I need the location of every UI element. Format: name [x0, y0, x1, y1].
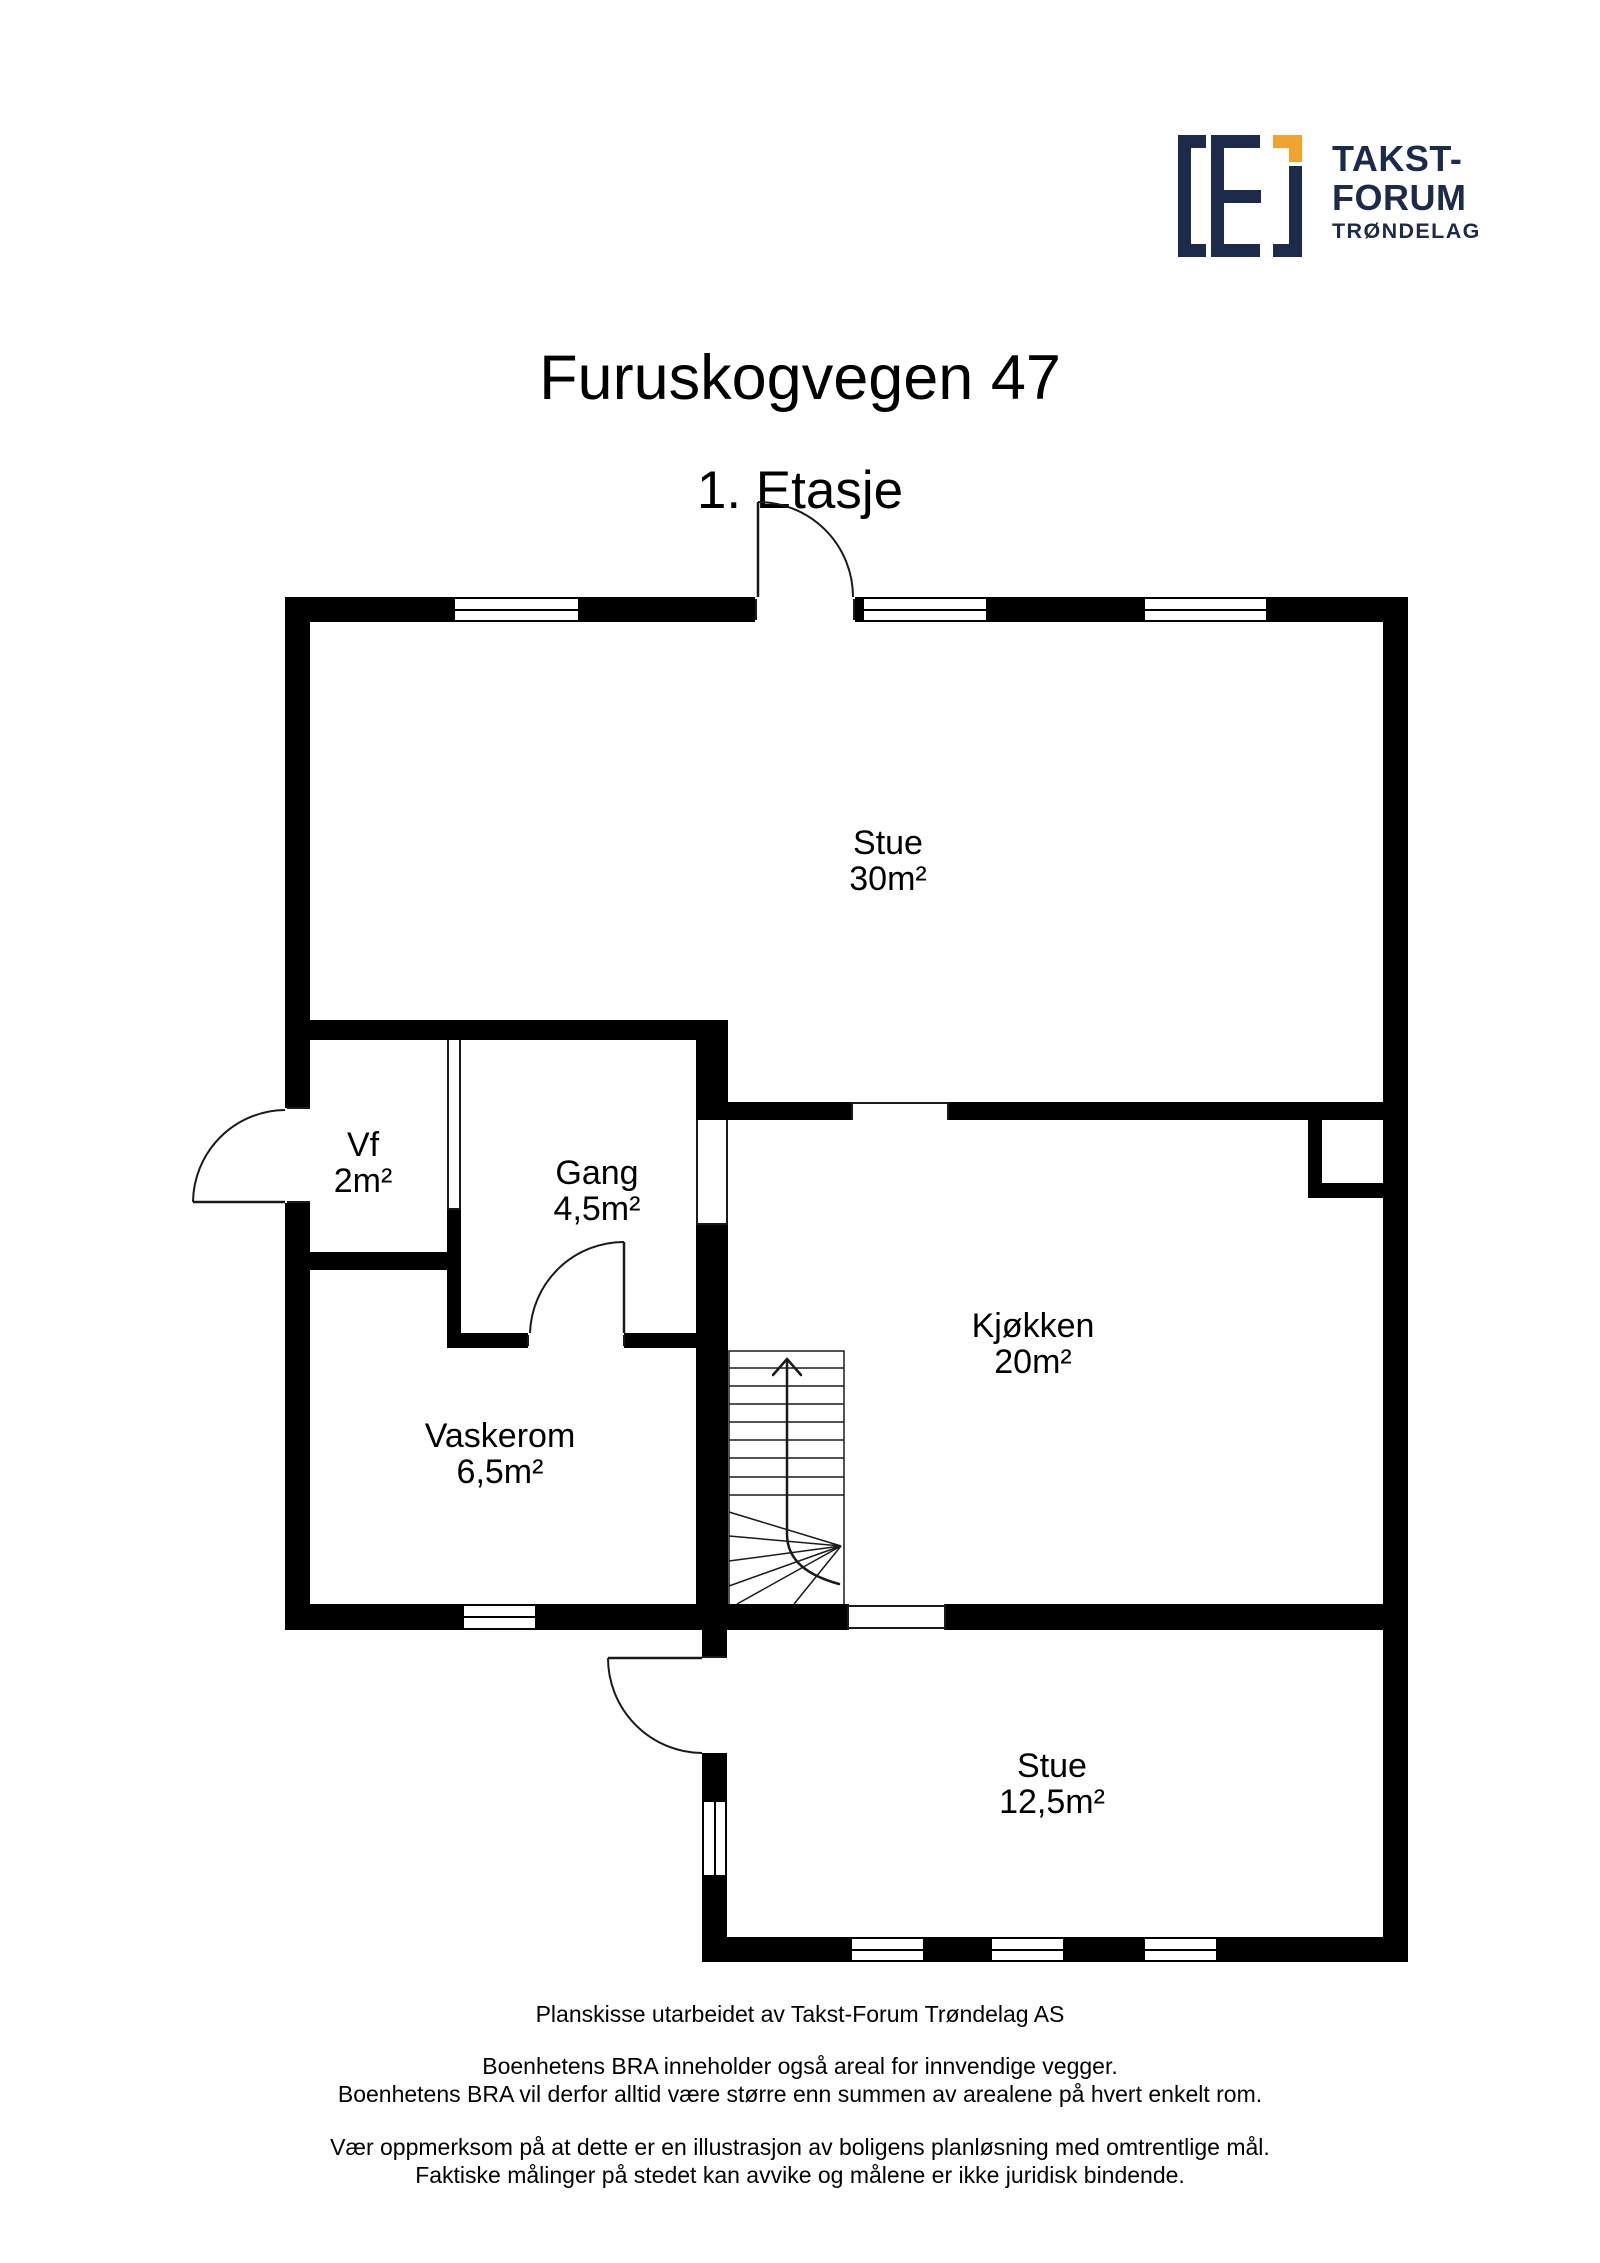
wall-segment	[1218, 1937, 1408, 1962]
window	[462, 1604, 537, 1630]
logo-wordmark: TAKST- FORUM TRØNDELAG	[1332, 141, 1481, 243]
room-label-stue-30: Stue 30m²	[849, 825, 926, 898]
wall-segment	[988, 597, 1143, 622]
page-title: Furuskogvegen 47	[539, 343, 1061, 413]
logo-left-bracket	[1178, 135, 1206, 257]
wall-segment	[447, 1208, 461, 1348]
door-swing	[192, 1109, 286, 1204]
window	[862, 597, 988, 622]
room-label-kjokken: Kjøkken 20m²	[972, 1308, 1095, 1381]
room-name: Stue	[1017, 1747, 1087, 1785]
wall-segment	[580, 597, 755, 622]
room-area: 6,5m²	[456, 1453, 544, 1492]
room-area: 4,5m²	[553, 1190, 641, 1229]
footer-note-line1: Vær oppmerksom på at dette er en illustr…	[330, 2134, 1270, 2160]
footer-bra-line2: Boenhetens BRA vil derfor alltid være st…	[337, 2081, 1263, 2107]
wall-segment	[285, 1604, 462, 1630]
logo-word-forum: FORUM	[1332, 177, 1467, 218]
staircase	[728, 1350, 845, 1605]
room-area: 2m²	[333, 1162, 393, 1201]
wall-segment	[297, 1252, 448, 1270]
window	[990, 1937, 1065, 1962]
wall-segment	[447, 1333, 528, 1348]
wall-segment	[285, 1203, 310, 1630]
room-area: 20m²	[994, 1343, 1072, 1382]
footer-note-line2: Faktiske målinger på stedet kan avvike o…	[415, 2162, 1185, 2188]
chimney-wall	[1308, 1183, 1383, 1198]
room-label-stue-125: Stue 12,5m²	[999, 1748, 1105, 1821]
wall-segment	[945, 1604, 1408, 1630]
window	[850, 1937, 925, 1962]
takst-forum-logo-icon	[1178, 135, 1302, 257]
wall-segment	[537, 1604, 848, 1630]
room-label-gang: Gang 4,5m²	[554, 1155, 641, 1228]
room-area: 30m²	[849, 860, 927, 899]
wall-segment	[696, 1225, 728, 1604]
wall-segment	[702, 1630, 727, 1658]
door-swing	[529, 1241, 626, 1334]
page-subtitle: 1. Etasje	[696, 461, 904, 520]
logo-f-glyph	[1211, 135, 1261, 257]
logo-right-bracket	[1273, 166, 1302, 257]
room-area: 12,5m²	[999, 1783, 1105, 1822]
wall-segment	[696, 1040, 728, 1120]
wall-segment	[1065, 1937, 1143, 1962]
stairs-up-arrow-icon	[771, 1357, 841, 1586]
room-name: Vf	[346, 1126, 380, 1164]
room-name: Stue	[853, 824, 923, 862]
room-label-vaskerom: Vaskerom 6,5m²	[425, 1418, 576, 1491]
wall-segment	[855, 597, 862, 622]
window	[1143, 597, 1268, 622]
footer-credit: Planskisse utarbeidet av Takst-Forum Trø…	[535, 2001, 1065, 2027]
logo-word-trondelag: TRØNDELAG	[1332, 219, 1481, 243]
footer-bra-line1: Boenhetens BRA inneholder også areal for…	[482, 2053, 1118, 2079]
room-name: Vaskerom	[424, 1417, 576, 1455]
wall-segment	[925, 1937, 990, 1962]
window	[453, 597, 580, 622]
wall-segment	[702, 1753, 727, 1800]
wall-segment	[1383, 597, 1408, 1962]
chimney-wall	[1308, 1118, 1322, 1198]
wall-segment	[948, 1102, 1383, 1120]
room-name: Kjøkken	[971, 1307, 1095, 1345]
wall-segment	[285, 597, 453, 622]
wall-segment	[702, 1937, 850, 1962]
wall-segment	[297, 1020, 728, 1040]
logo-word-takst: TAKST-	[1332, 138, 1463, 179]
window	[1143, 1937, 1218, 1962]
room-label-vf: Vf 2m²	[334, 1127, 393, 1200]
logo-orange-corner	[1273, 135, 1302, 162]
wall-segment	[624, 1333, 728, 1348]
door-swing	[607, 1656, 703, 1754]
room-name: Gang	[555, 1154, 639, 1192]
window	[702, 1800, 727, 1877]
wall-segment	[728, 1102, 852, 1120]
